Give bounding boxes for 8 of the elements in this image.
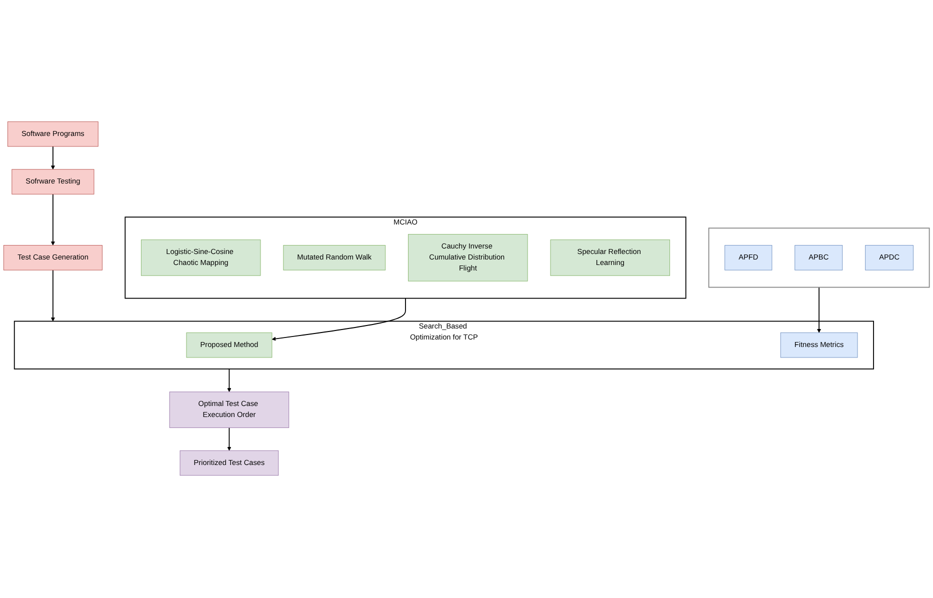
arrow xyxy=(272,298,406,342)
arrow xyxy=(227,428,232,452)
cluster xyxy=(708,228,930,288)
arrow xyxy=(227,368,232,393)
arrow xyxy=(817,287,822,334)
arrow xyxy=(50,270,55,322)
arrow xyxy=(50,194,55,246)
arrow xyxy=(50,146,55,170)
